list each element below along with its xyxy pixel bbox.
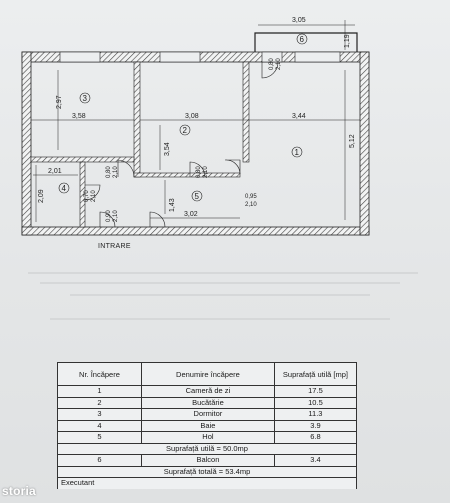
dim-bath-width: 2,01 xyxy=(48,168,62,175)
row-area: 3.9 xyxy=(273,419,358,432)
header-name: Denumire încăpere xyxy=(140,362,275,386)
row-name: Baie xyxy=(140,419,275,432)
row-name: Balcon xyxy=(140,454,275,467)
room-number-5: 5 xyxy=(195,192,200,201)
useful-total-row: Suprafață utilă = 50.0mp xyxy=(57,442,357,455)
room-number-6: 6 xyxy=(300,35,305,44)
room-number-3: 3 xyxy=(83,94,88,103)
door-label-entry-h: 2,10 xyxy=(113,210,119,222)
row-nr: 2 xyxy=(57,396,142,409)
room-area-table: Nr. Încăpere Denumire încăpere Suprafață… xyxy=(57,362,358,489)
table-row: 4 Baie 3.9 xyxy=(57,419,358,432)
row-area: 11.3 xyxy=(273,408,358,421)
door-label-kitchen-w: 0,80 xyxy=(196,166,202,178)
balcony-outline xyxy=(254,32,358,52)
dim-room1-height: 5,12 xyxy=(349,134,356,148)
room-number-2: 2 xyxy=(183,126,188,135)
row-name: Bucătărie xyxy=(140,396,275,409)
door-label-living-h: 2,10 xyxy=(245,202,257,208)
door-label-balcony-w: 0,80 xyxy=(269,58,275,70)
table-row: 3 Dormitor 11.3 xyxy=(57,408,358,421)
table-row: 2 Bucătărie 10.5 xyxy=(57,396,358,409)
table-row: 5 Hol 6.8 xyxy=(57,431,358,444)
entry-label: INTRARE xyxy=(98,243,131,250)
dim-room3-height: 2,97 xyxy=(56,95,63,109)
table-row: 1 Cameră de zi 17.5 xyxy=(57,385,358,398)
room-number-1: 1 xyxy=(295,148,300,157)
door-label-living-w: 0,95 xyxy=(245,194,257,200)
executant-label: Executant xyxy=(57,477,357,489)
executant-row: Executant xyxy=(57,477,357,489)
header-area: Suprafață utilă [mp] xyxy=(273,362,358,386)
door-label-bath-w: 0,80 xyxy=(106,166,112,178)
row-nr: 6 xyxy=(57,454,142,467)
dim-balcony-depth: 1,19 xyxy=(344,34,351,48)
dim-hall-depth: 1,43 xyxy=(169,198,176,212)
header-nr: Nr. Încăpere xyxy=(57,362,142,386)
row-nr: 3 xyxy=(57,408,142,421)
row-area: 17.5 xyxy=(273,385,358,398)
door-label-balcony-h: 2,10 xyxy=(276,58,282,70)
door-label-entry-w: 0,90 xyxy=(106,210,112,222)
row-nr: 4 xyxy=(57,419,142,432)
dim-room2-width: 3,08 xyxy=(185,113,199,120)
grand-total: Suprafață totală = 53.4mp xyxy=(57,465,357,478)
table-header-row: Nr. Încăpere Denumire încăpere Suprafață… xyxy=(57,362,358,386)
door-label-bath-h: 2,10 xyxy=(113,166,119,178)
row-nr: 5 xyxy=(57,431,142,444)
row-name: Hol xyxy=(140,431,275,444)
row-area: 6.8 xyxy=(273,431,358,444)
dim-hall-width: 3,02 xyxy=(184,211,198,218)
useful-total: Suprafață utilă = 50.0mp xyxy=(57,442,357,455)
door-swings xyxy=(84,61,279,228)
grand-total-row: Suprafață totală = 53.4mp xyxy=(57,465,357,478)
interior-walls xyxy=(30,61,250,228)
row-area: 3.4 xyxy=(273,454,358,467)
dim-balcony-width: 3,05 xyxy=(292,17,306,24)
storia-watermark: storia xyxy=(2,484,36,498)
table-row: 6 Balcon 3.4 xyxy=(57,454,358,467)
dim-room1-width: 3,44 xyxy=(292,113,306,120)
door-label-wc-w: 0,70 xyxy=(84,190,90,202)
dim-room3-width: 3,58 xyxy=(72,113,86,120)
room-number-4: 4 xyxy=(62,184,67,193)
floor-plan: 3,05 1,19 2,97 3,58 3,08 3,44 5,12 3,54 … xyxy=(21,17,370,250)
outer-walls xyxy=(21,51,370,236)
dimension-lines xyxy=(31,20,360,222)
door-label-kitchen-h: 2,10 xyxy=(203,166,209,178)
row-name: Dormitor xyxy=(140,408,275,421)
door-label-wc-h: 2,10 xyxy=(91,190,97,202)
row-name: Cameră de zi xyxy=(140,385,275,398)
dim-bath-height: 2,09 xyxy=(38,189,45,203)
dim-room2-height: 3,54 xyxy=(164,142,171,156)
row-area: 10.5 xyxy=(273,396,358,409)
row-nr: 1 xyxy=(57,385,142,398)
